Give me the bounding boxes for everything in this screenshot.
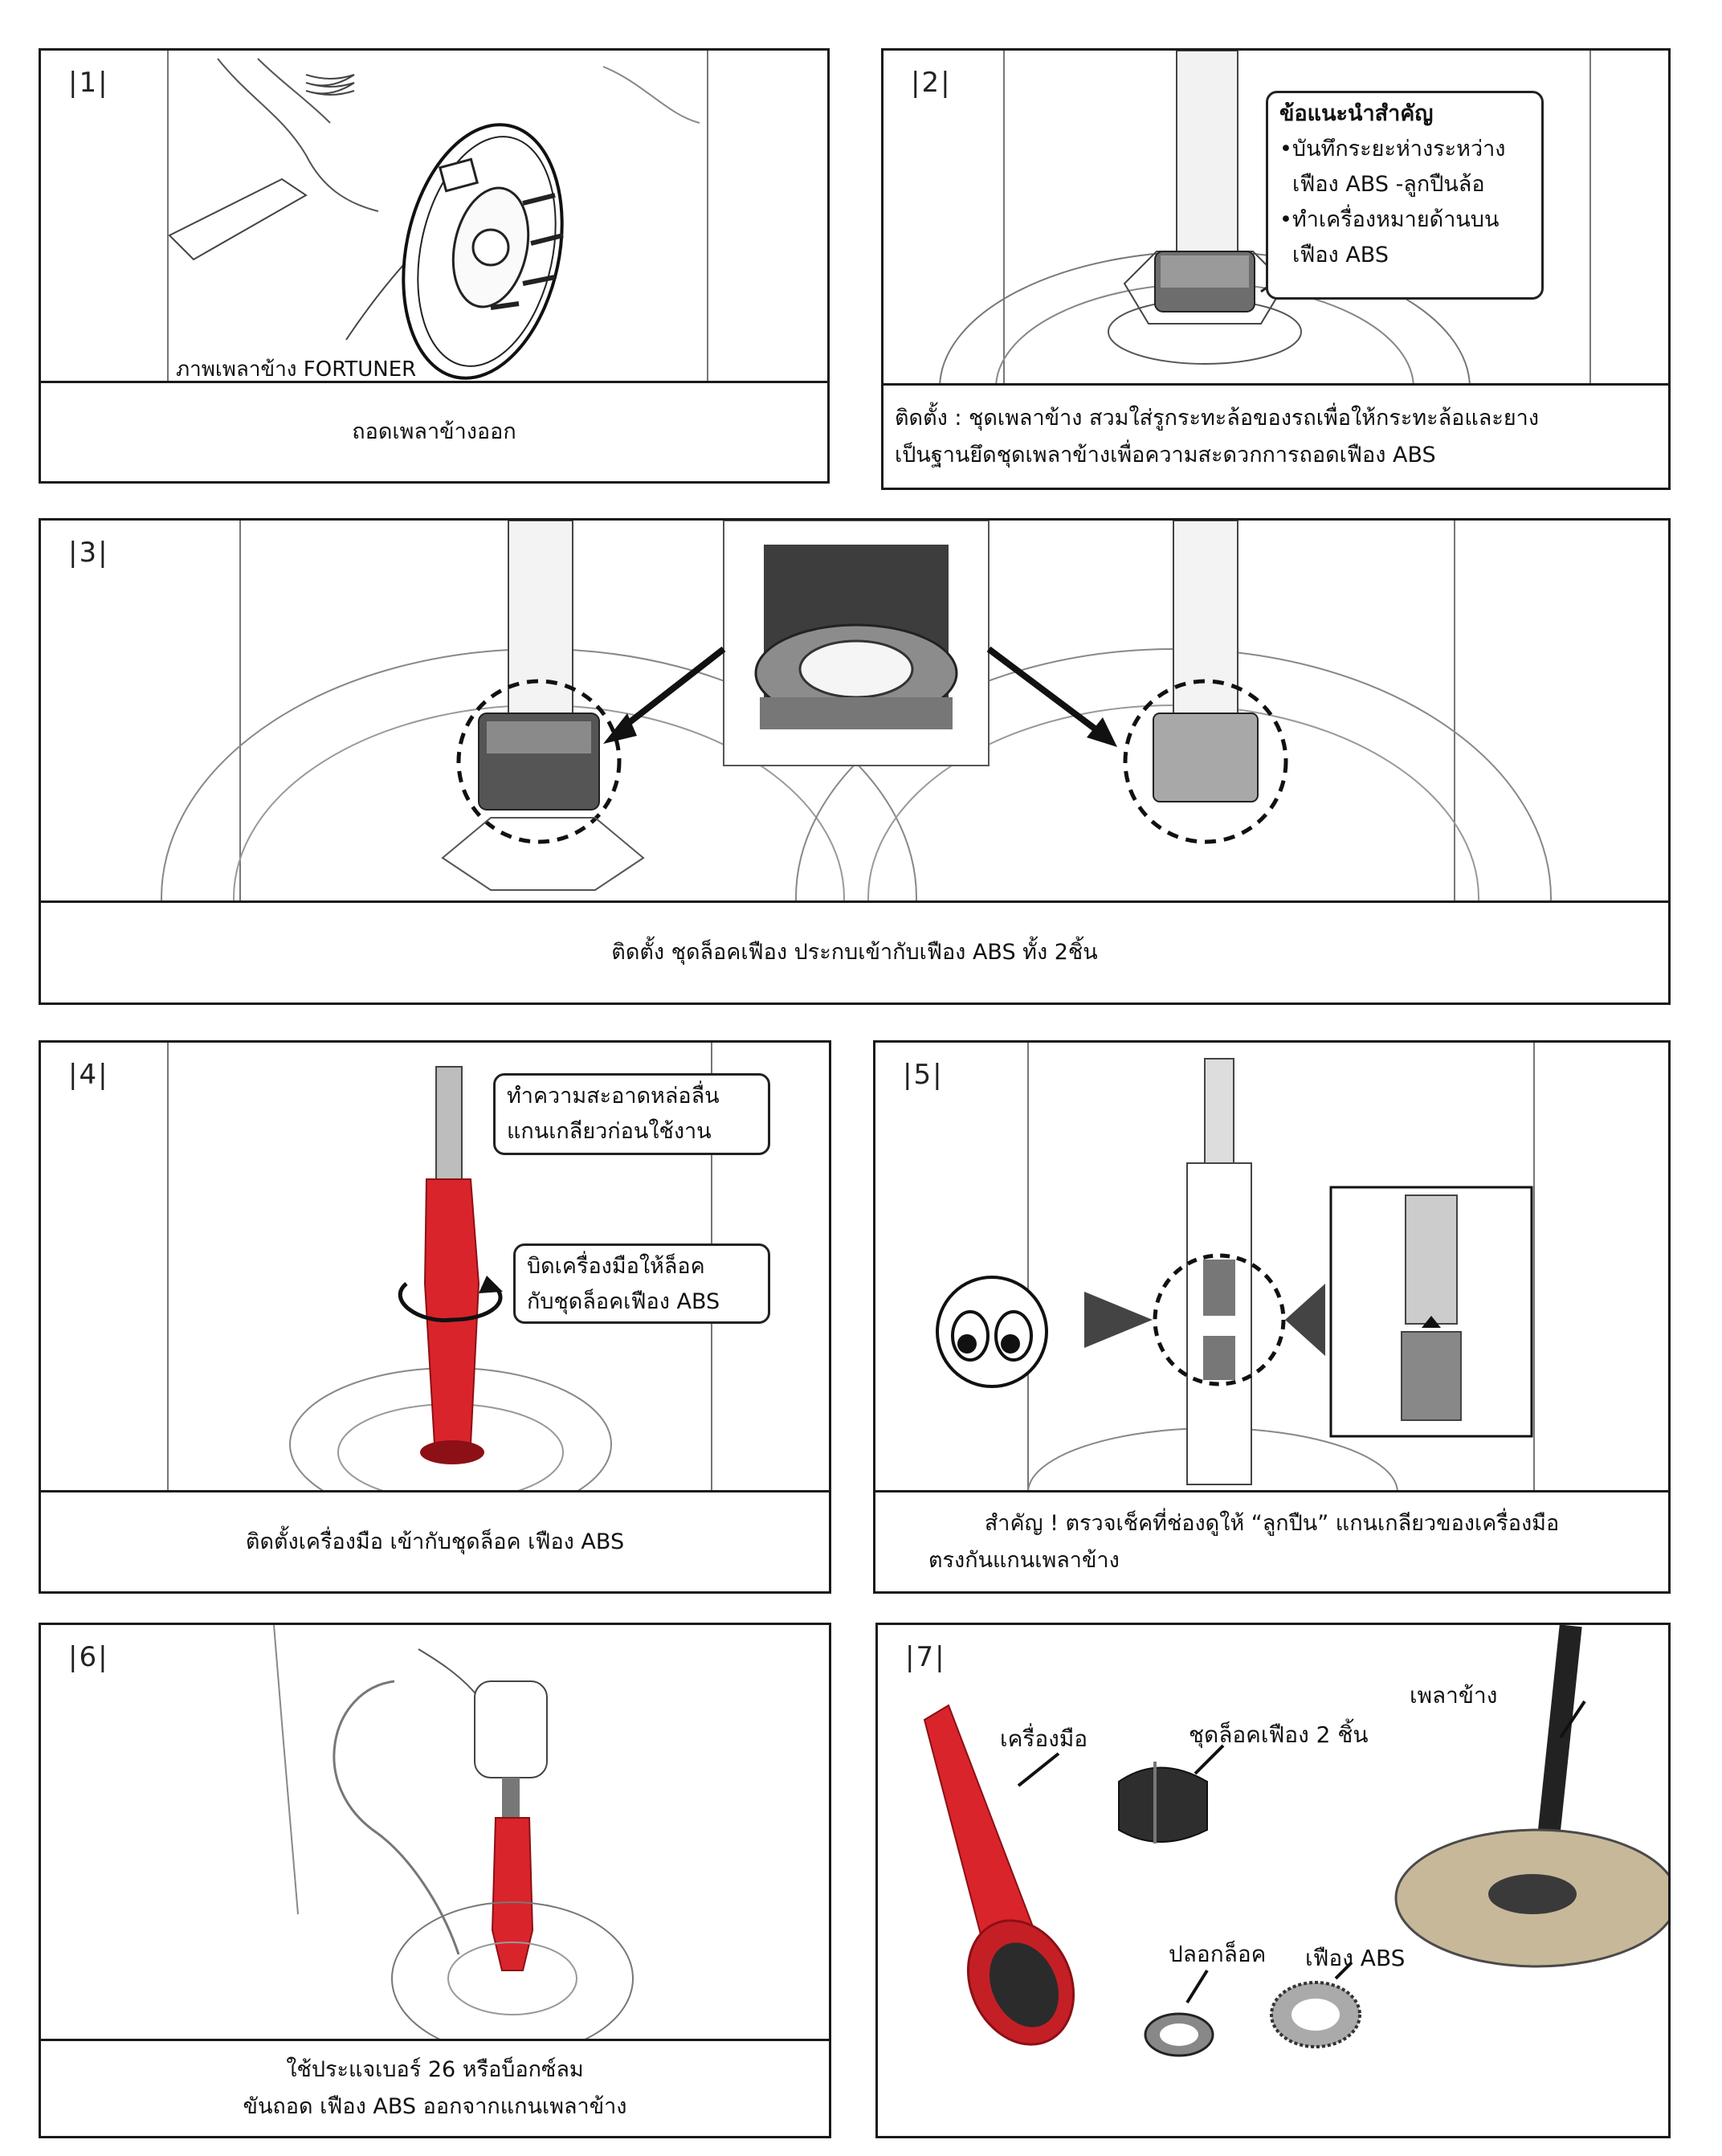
step-number: |2| — [911, 67, 952, 99]
step-2-panel: |2| ข้อแนะนำสำคัญ •บันทึกระยะห่างระหว่าง… — [881, 48, 1671, 490]
callout-line: กับชุดล็อคเฟือง ABS — [527, 1289, 720, 1314]
step-caption: ใช้ประแจเบอร์ 26 หรือบ็อกซ์ลม ขันถอด เฟื… — [41, 2039, 829, 2136]
callout-line: บิดเครื่องมือให้ล็อค — [527, 1254, 705, 1279]
step-caption: ถอดเพลาข้างออก — [41, 381, 827, 481]
step-number: |1| — [68, 67, 109, 99]
step-caption: สำคัญ ! ตรวจเช็คที่ช่องดูให้ “ลูกปืน” แก… — [875, 1490, 1668, 1591]
step-number: |7| — [905, 1641, 946, 1673]
important-note-callout: ข้อแนะนำสำคัญ •บันทึกระยะห่างระหว่าง เฟื… — [1266, 91, 1544, 300]
caption-line: ติดตั้งเครื่องมือ เข้ากับชุดล็อค เฟือง A… — [245, 1529, 625, 1554]
step-number: |4| — [68, 1059, 109, 1091]
removed-parts-photo — [923, 1625, 1668, 2057]
label-abs-gear: เฟือง ABS — [1305, 1945, 1406, 1971]
step-caption: ติดตั้ง : ชุดเพลาข้าง สวมใส่รูกระทะล้อขอ… — [883, 383, 1668, 488]
label-tool: เครื่องมือ — [1000, 1725, 1088, 1752]
caption-line: ถอดเพลาข้างออก — [352, 419, 516, 444]
step-number: |6| — [68, 1641, 109, 1673]
lock-callout: บิดเครื่องมือให้ล็อค กับชุดล็อคเฟือง ABS — [513, 1243, 770, 1324]
tool-installation-illustration — [167, 1043, 712, 1492]
step-3-panel: |3| ติดตั้ง ชุดล็อคเฟือง ประกบเข้ากับเฟื… — [39, 518, 1671, 1005]
step-number: |5| — [903, 1059, 944, 1091]
step-caption: ติดตั้ง ชุดล็อคเฟือง ประกบเข้ากับเฟือง A… — [41, 900, 1668, 1002]
caption-line: ติดตั้ง : ชุดเพลาข้าง สวมใส่รูกระทะล้อขอ… — [895, 405, 1539, 431]
illustration-label: ภาพเพลาข้าง FORTUNER — [176, 357, 417, 382]
axle-in-wheel-illustration — [939, 51, 1591, 388]
note-line: •ทำเครื่องหมายด้านบน — [1279, 207, 1500, 232]
step-number: |3| — [68, 537, 109, 569]
label-shaft: เพลาข้าง — [1410, 1682, 1498, 1709]
note-line: •บันทึกระยะห่างระหว่าง — [1279, 137, 1506, 161]
step-6-panel: |6| ใช้ประแจเบอร์ 26 หรือบ็อกซ์ลม ขันถอด… — [39, 1623, 831, 2138]
callout-line: ทำความสะอาดหล่อลื่น — [507, 1084, 720, 1109]
lockset-installation-illustration — [161, 521, 1552, 906]
step-caption: ติดตั้งเครื่องมือ เข้ากับชุดล็อค เฟือง A… — [41, 1490, 829, 1591]
caption-line: ตรงกันแกนเพลาข้าง — [928, 1547, 1120, 1573]
callout-line: แกนเกลียวก่อนใช้งาน — [507, 1119, 712, 1144]
impact-wrench-illustration — [273, 1625, 634, 2043]
note-line: เฟือง ABS — [1292, 243, 1389, 267]
step-4-panel: |4| ทำความสะอาดหล่อลื่น แกนเกลียวก่อนใช้… — [39, 1040, 831, 1594]
label-sleeve: ปลอกล็อค — [1169, 1941, 1267, 1967]
front-suspension-illustration — [167, 51, 708, 388]
step-1-panel: |1| ภาพเพลาข้าง FORTUNER ถอดเพลาข้างออก — [39, 48, 830, 484]
alignment-check-illustration — [936, 1043, 1535, 1492]
note-line: เฟือง ABS -ลูกปืนล้อ — [1292, 172, 1485, 197]
caption-line: ใช้ประแจเบอร์ 26 หรือบ็อกซ์ลม — [286, 2057, 584, 2082]
caption-line: เป็นฐานยึดชุดเพลาข้างเพื่อความสะดวกการถอ… — [895, 442, 1436, 468]
caption-line: สำคัญ ! ตรวจเช็คที่ช่องดูให้ “ลูกปืน” แก… — [984, 1510, 1560, 1536]
label-lockset: ชุดล็อคเฟือง 2 ชิ้น — [1189, 1721, 1369, 1748]
note-title: ข้อแนะนำสำคัญ — [1279, 101, 1434, 126]
caption-line: ติดตั้ง ชุดล็อคเฟือง ประกบเข้ากับเฟือง A… — [611, 940, 1098, 965]
lubricate-callout: ทำความสะอาดหล่อลื่น แกนเกลียวก่อนใช้งาน — [493, 1073, 770, 1155]
step-5-panel: |5| สำคัญ ! ตรวจเช็คที่ช่องดูให้ “ลูกปืน… — [873, 1040, 1671, 1594]
caption-line: ขันถอด เฟือง ABS ออกจากแกนเพลาข้าง — [243, 2094, 627, 2119]
step-7-panel: |7| เครื่องมือ ชุดล็อคเฟือง 2 ชิ้น เพลาข… — [875, 1623, 1671, 2138]
